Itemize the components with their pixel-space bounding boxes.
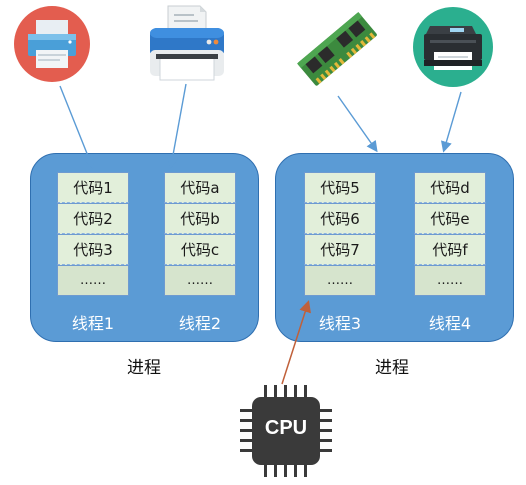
code-cell: 代码d [414,172,486,203]
code-cell-ellipsis: …… [304,265,376,296]
code-cell: 代码f [414,234,486,265]
code-cell: 代码c [164,234,236,265]
arrow-cpu-to-thread3 [281,300,311,385]
thread-column-2: 代码a 代码b 代码c …… [164,172,236,296]
arrow-memory-to-process2 [337,95,378,153]
thread-column-1: 代码1 代码2 代码3 …… [57,172,129,296]
thread-label-2: 线程2 [178,314,222,333]
memory-module-icon [292,4,384,96]
code-cell: 代码1 [57,172,129,203]
multifunction-printer-icon [412,6,494,88]
code-cell: 代码2 [57,203,129,234]
arrow-mfp-to-process2 [440,91,462,153]
code-cell: 代码6 [304,203,376,234]
code-cell: 代码5 [304,172,376,203]
process-label-2: 进程 [375,358,409,378]
thread-label-3: 线程3 [318,314,362,333]
thread-label-1: 线程1 [71,314,115,333]
cpu-label: CPU [264,417,308,439]
cpu-chip-icon: CPU [238,383,334,479]
arrow-desktop-printer-to-thread2 [167,83,187,169]
code-cell: 代码b [164,203,236,234]
arrow-printer-to-thread1 [59,85,95,169]
code-cell-ellipsis: …… [414,265,486,296]
printer-icon [12,4,92,84]
thread-column-3: 代码5 代码6 代码7 …… [304,172,376,296]
code-cell-ellipsis: …… [57,265,129,296]
code-cell: 代码3 [57,234,129,265]
code-cell-ellipsis: …… [164,265,236,296]
desktop-printer-icon [146,2,228,82]
code-cell: 代码e [414,203,486,234]
thread-column-4: 代码d 代码e 代码f …… [414,172,486,296]
code-cell: 代码a [164,172,236,203]
process-label-1: 进程 [127,358,161,378]
code-cell: 代码7 [304,234,376,265]
thread-label-4: 线程4 [428,314,472,333]
